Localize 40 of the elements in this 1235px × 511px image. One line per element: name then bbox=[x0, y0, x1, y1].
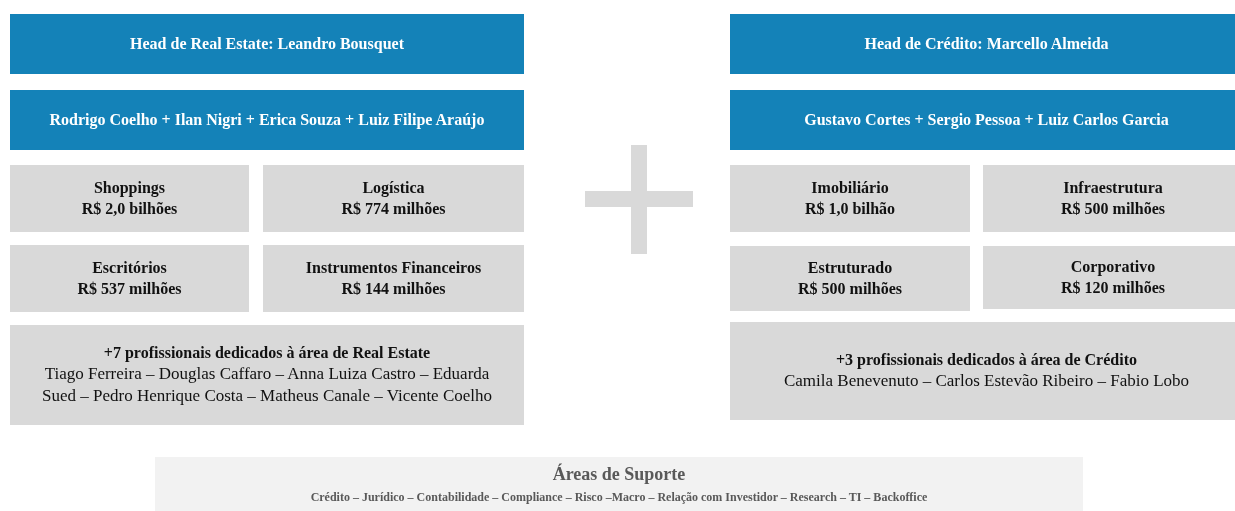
box-heading: Corporativo bbox=[1070, 256, 1156, 278]
box-heading: Logística bbox=[362, 177, 425, 199]
area-box bbox=[983, 246, 1235, 309]
area-box bbox=[730, 165, 970, 232]
team-box bbox=[10, 325, 524, 425]
team-box bbox=[10, 90, 524, 150]
box-heading: Estruturado bbox=[807, 257, 893, 278]
area-box bbox=[10, 245, 249, 312]
box-heading: Infraestrutura bbox=[1063, 177, 1163, 198]
box-text: R$ 774 milhões bbox=[341, 198, 446, 219]
box-heading: Instrumentos Financeiros bbox=[305, 257, 482, 278]
area-box bbox=[983, 165, 1235, 232]
box-text: R$ 120 milhões bbox=[1061, 277, 1165, 298]
box-text: R$ 500 milhões bbox=[1061, 198, 1165, 219]
area-box bbox=[730, 246, 970, 311]
box-text: Tiago Ferreira – Douglas Caffaro – Anna Luiza Castro – Eduarda Sued – Pedro Henrique Costa – Matheus Canale – Vicente Coelho bbox=[41, 363, 493, 408]
team-box bbox=[730, 322, 1235, 420]
head-box bbox=[10, 14, 524, 74]
area-box bbox=[263, 245, 524, 312]
box-text: Crédito – Jurídico – Contabilidade – Compliance – Risco –Macro – Relação com Investidor – Research – TI – Backoffice bbox=[310, 489, 928, 506]
box-text: R$ 537 milhões bbox=[77, 278, 182, 299]
team-box bbox=[730, 90, 1235, 150]
box-heading: Áreas de Suporte bbox=[552, 462, 686, 486]
head-box bbox=[730, 14, 1235, 74]
area-box bbox=[10, 165, 249, 232]
box-heading: Gustavo Cortes + Sergio Pessoa + Luiz Carlos Garcia bbox=[804, 109, 1169, 131]
box-text: Camila Benevenuto – Carlos Estevão Ribeiro – Fabio Lobo bbox=[783, 370, 1190, 393]
box-heading: Shoppings bbox=[93, 177, 166, 199]
box-text: R$ 144 milhões bbox=[341, 278, 446, 299]
box-heading: Rodrigo Coelho + Ilan Nigri + Erica Souza + Luiz Filipe Araújo bbox=[49, 109, 485, 131]
box-text: R$ 1,0 bilhão bbox=[804, 198, 896, 219]
area-box bbox=[263, 165, 524, 232]
box-heading: Head de Real Estate: Leandro Bousquet bbox=[130, 33, 404, 55]
box-heading: Imobiliário bbox=[811, 177, 889, 198]
box-heading: +3 profissionais dedicados à área de Crédito bbox=[836, 349, 1137, 371]
box-text: R$ 2,0 bilhões bbox=[81, 198, 178, 219]
box-heading: +7 profissionais dedicados à área de Real Estate bbox=[103, 342, 431, 364]
box-text: R$ 500 milhões bbox=[798, 278, 902, 299]
box-heading: Escritórios bbox=[92, 257, 167, 278]
box-heading: Head de Crédito: Marcello Almeida bbox=[864, 33, 1109, 54]
